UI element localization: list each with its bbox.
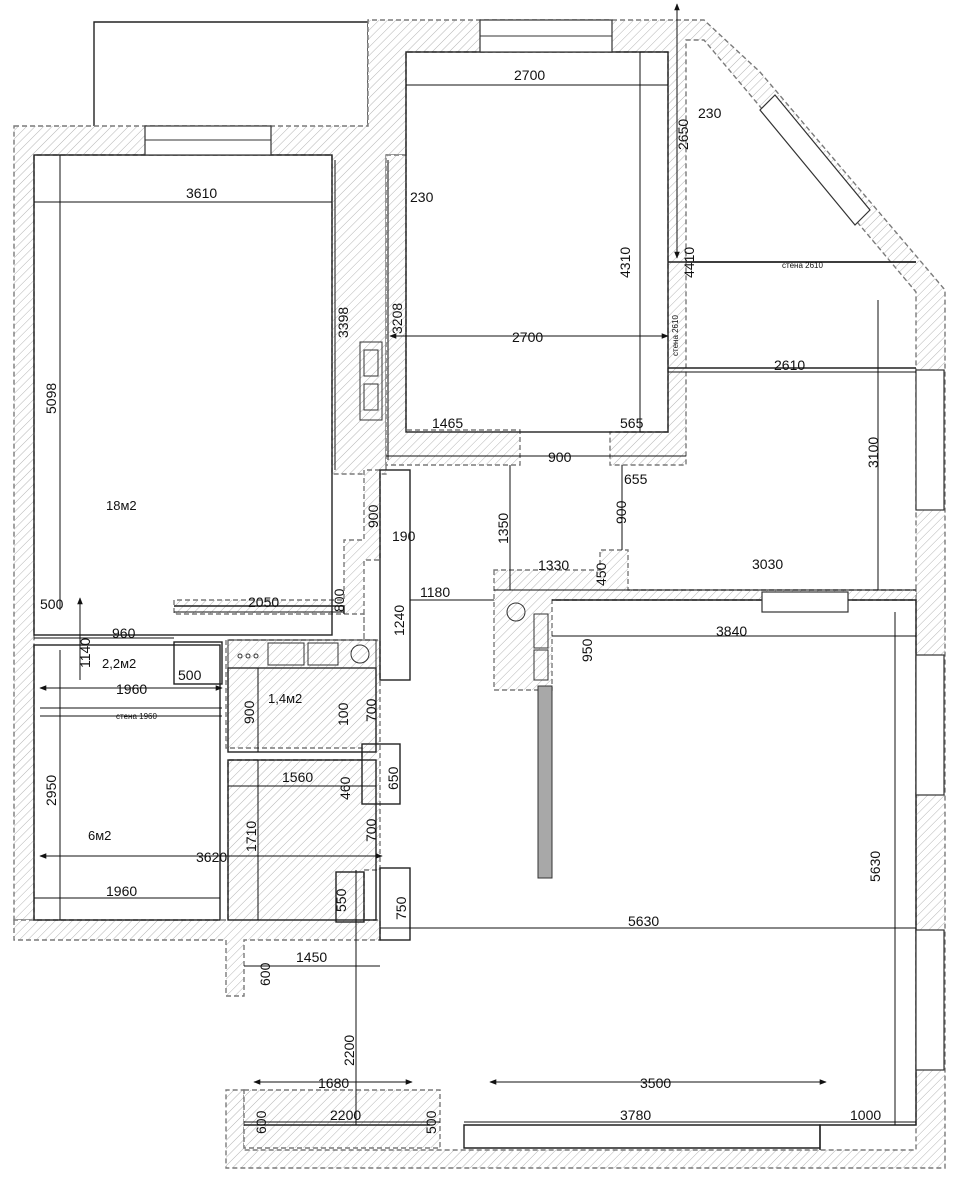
- dim-900-bath: 900: [241, 700, 257, 724]
- dim-4310: 4310: [617, 247, 633, 278]
- dim-1680: 1680: [318, 1075, 349, 1091]
- dim-1140: 1140: [77, 638, 93, 668]
- dim-950: 950: [579, 638, 595, 662]
- dimension-labels: 2700 230 2650 3610 230 4310 4410 стена 2…: [40, 67, 883, 1134]
- dim-655: 655: [624, 471, 648, 487]
- dim-3620: 3620: [196, 849, 227, 865]
- dim-2700-top: 2700: [514, 67, 545, 83]
- dim-190: 190: [392, 528, 416, 544]
- room-label-1-4: 1,4м2: [268, 691, 302, 706]
- dim-1180: 1180: [420, 584, 450, 600]
- dim-2650: 2650: [675, 119, 691, 150]
- dim-900-left: 900: [365, 504, 381, 528]
- dim-900-door: 900: [548, 449, 572, 465]
- dim-3208: 3208: [389, 303, 405, 334]
- dim-2700-mid: 2700: [512, 329, 543, 345]
- dim-3840: 3840: [716, 623, 747, 639]
- dim-460: 460: [337, 776, 353, 800]
- dim-3610: 3610: [186, 185, 217, 201]
- dim-450: 450: [593, 562, 609, 586]
- dim-1960-bottom: 1960: [106, 883, 137, 899]
- fixtures: [227, 341, 553, 879]
- dim-3780: 3780: [620, 1107, 651, 1123]
- dim-2050: 2050: [248, 594, 279, 610]
- room-label-18: 18м2: [106, 498, 137, 513]
- dim-100: 100: [335, 702, 351, 726]
- dim-2950: 2950: [43, 775, 59, 806]
- dim-1710: 1710: [243, 821, 259, 852]
- wall-2610-label: стена 2610: [782, 261, 823, 270]
- wall-2610-vertical: стена 2610: [671, 315, 680, 356]
- dim-650: 650: [385, 766, 401, 790]
- dim-230-topright: 230: [698, 105, 722, 121]
- wall-1960-label: стена 1960: [116, 712, 157, 721]
- dim-500-mid: 500: [178, 667, 202, 683]
- dim-700-b: 700: [363, 818, 379, 842]
- dim-2200-vertical: 2200: [341, 1035, 357, 1066]
- dim-1330: 1330: [538, 557, 569, 573]
- balcony-outline: [93, 21, 369, 126]
- dim-1450: 1450: [296, 949, 327, 965]
- dim-3500: 3500: [640, 1075, 671, 1091]
- room-label-6: 6м2: [88, 828, 111, 843]
- dim-4410: 4410: [681, 247, 697, 278]
- dim-1960-top: 1960: [116, 681, 147, 697]
- dim-1240: 1240: [391, 605, 407, 636]
- dim-960: 960: [112, 625, 136, 641]
- dim-5098: 5098: [43, 383, 59, 414]
- dim-500-bottom: 500: [423, 1110, 439, 1134]
- dimension-lines: [34, 3, 916, 1125]
- dim-5630-horizontal: 5630: [628, 913, 659, 929]
- dim-3100: 3100: [865, 437, 881, 468]
- dim-750: 750: [393, 896, 409, 920]
- dim-800: 800: [331, 588, 347, 612]
- room-label-2-2: 2,2м2: [102, 656, 136, 671]
- dim-565: 565: [620, 415, 644, 431]
- dim-3030: 3030: [752, 556, 783, 572]
- dim-550: 550: [333, 888, 349, 912]
- dim-230-mid: 230: [410, 189, 434, 205]
- dim-1350: 1350: [495, 513, 511, 544]
- dim-500-left: 500: [40, 596, 64, 612]
- dim-900-right: 900: [613, 500, 629, 524]
- dim-600-b: 600: [253, 1110, 269, 1134]
- dim-1560: 1560: [282, 769, 313, 785]
- room-labels: 18м2 2,2м2 1,4м2 6м2: [88, 498, 302, 843]
- dim-3398: 3398: [335, 307, 351, 338]
- dim-5630-vertical: 5630: [867, 851, 883, 882]
- dim-2200-horizontal: 2200: [330, 1107, 361, 1123]
- walls: [13, 19, 946, 1169]
- dim-1000: 1000: [850, 1107, 881, 1123]
- dim-1465: 1465: [432, 415, 463, 431]
- dim-600-a: 600: [257, 962, 273, 986]
- dim-2610: 2610: [774, 357, 805, 373]
- dim-700-a: 700: [363, 698, 379, 722]
- windows: [144, 19, 945, 1071]
